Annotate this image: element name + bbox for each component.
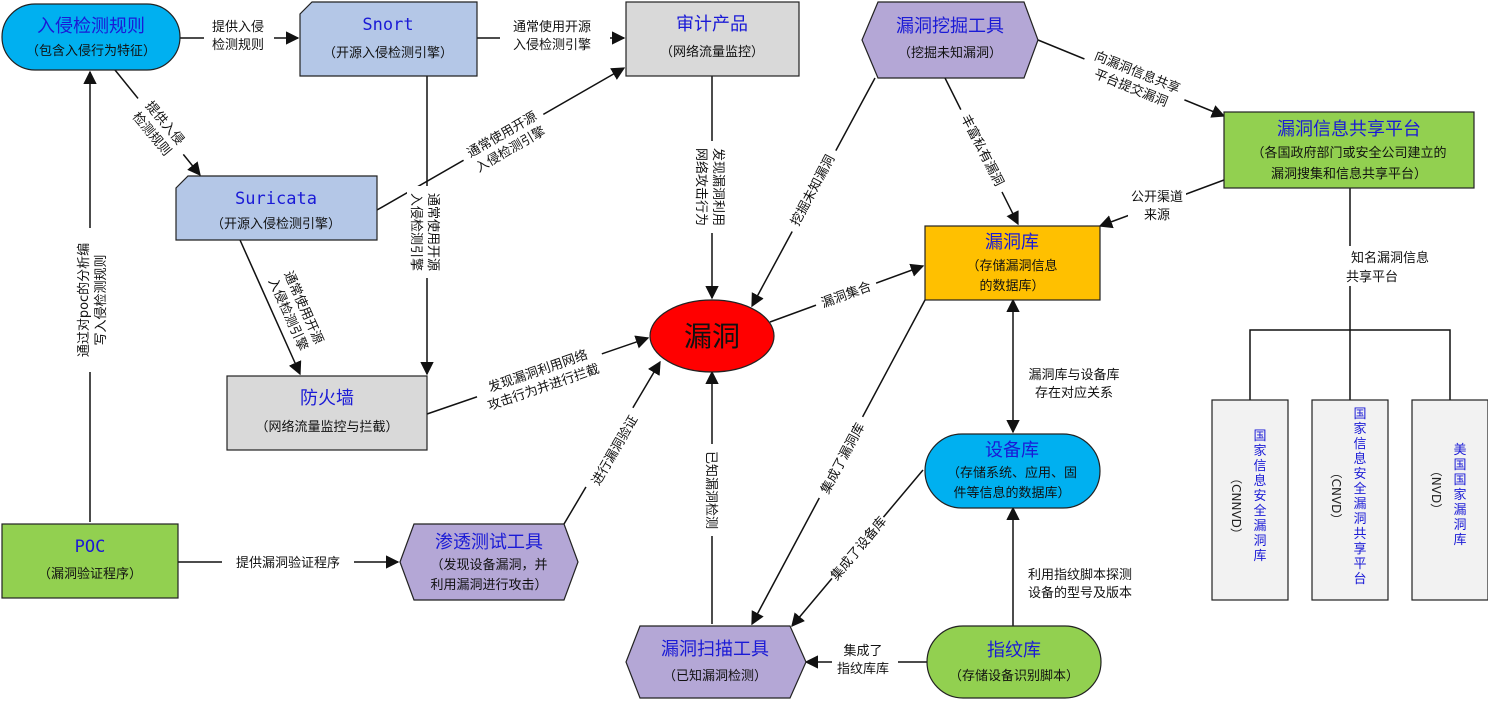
node-audit-product[interactable]: 审计产品 （网络流量监控） <box>625 1 800 77</box>
label-share-to-vulndb-2: 来源 <box>1144 208 1170 223</box>
label-fingerprint-to-scan-1: 集成了 <box>843 643 882 659</box>
edge-suricata-to-firewall <box>239 239 302 376</box>
share-platform-title: 漏洞信息共享平台 <box>1277 119 1421 140</box>
node-vuln-db[interactable]: 漏洞库 （存储漏洞信息 的数据库） <box>924 225 1101 301</box>
cnvd-subtitle: （CNVD） <box>1329 467 1343 526</box>
label-devicedb-to-scan: 集成了设备库 <box>828 514 890 584</box>
pentest-title: 渗透测试工具 <box>435 532 543 553</box>
vuln-db-title: 漏洞库 <box>985 232 1039 253</box>
poc-title: POC <box>75 537 106 557</box>
node-vulnerability[interactable]: 漏洞 <box>649 299 775 373</box>
cnnvd-title: 国家信息安全漏洞库 <box>1253 429 1266 564</box>
node-share-platform[interactable]: 漏洞信息共享平台 （各国政府部门或安全公司建立的 漏洞搜集和信息共享平台） <box>1223 111 1475 189</box>
cnvd-title: 国家信息安全漏洞共享平台 <box>1353 407 1366 587</box>
share-platform-subtitle-1: （各国政府部门或安全公司建立的 <box>1251 145 1446 161</box>
device-db-subtitle-1: （存储系统、应用、固 <box>947 465 1077 481</box>
label-share-children-1: 知名漏洞信息 <box>1351 250 1429 266</box>
scan-tool-subtitle: （已知漏洞检测） <box>663 668 767 684</box>
label-share-children-2: 共享平台 <box>1346 269 1398 285</box>
node-firewall[interactable]: 防火墙 （网络流量监控与拦截） <box>226 375 428 451</box>
nvd-title: 美国国家漏洞库 <box>1453 443 1466 548</box>
label-fingerprint-to-devicedb-2: 设备的型号及版本 <box>1028 585 1132 601</box>
suricata-subtitle: （开源入侵检测引擎） <box>211 216 341 232</box>
node-suricata[interactable]: Suricata （开源入侵检测引擎） <box>175 175 378 241</box>
label-audit-to-vuln-1: 发现漏洞利用 <box>710 148 726 226</box>
node-pentest-tool[interactable]: 渗透测试工具 （发现设备漏洞，并 利用漏洞进行攻击） <box>399 523 579 601</box>
node-fingerprint-db[interactable]: 指纹库 （存储设备识别脚本） <box>926 625 1102 699</box>
label-mining-to-vuln: 挖掘未知漏洞 <box>788 152 839 228</box>
label-fingerprint-to-scan-2: 指纹库库 <box>837 661 889 677</box>
node-cnvd[interactable]: 国家信息安全漏洞共享平台 <box>1311 399 1389 601</box>
device-db-title: 设备库 <box>985 440 1039 461</box>
node-snort[interactable]: Snort （开源入侵检测引擎） <box>299 1 478 77</box>
label-ids-to-snort-1: 提供入侵 <box>212 19 264 35</box>
audit-subtitle: （网络流量监控） <box>660 44 764 60</box>
label-snort-to-firewall-2: 入侵检测引擎 <box>408 193 424 271</box>
vulnerability-title: 漏洞 <box>684 320 740 353</box>
label-poc-to-ids-1: 通过对poc的分析编 <box>76 243 92 357</box>
label-snort-to-audit-2: 入侵检测引擎 <box>513 37 591 53</box>
mining-tool-title: 漏洞挖掘工具 <box>896 16 1004 37</box>
fingerprint-db-title: 指纹库 <box>987 640 1041 661</box>
firewall-title: 防火墙 <box>300 388 354 409</box>
node-cnnvd[interactable]: 国家信息安全漏洞库 <box>1211 399 1289 601</box>
label-pentest-to-vuln: 进行漏洞验证 <box>588 413 641 489</box>
pentest-subtitle-2: 利用漏洞进行攻击） <box>430 577 547 593</box>
label-vulndb-devicedb-2: 存在对应关系 <box>1035 385 1113 401</box>
share-platform-subtitle-2: 漏洞搜集和信息共享平台） <box>1271 166 1427 182</box>
label-poc-to-pentest: 提供漏洞验证程序 <box>236 555 340 571</box>
snort-title: Snort <box>362 15 413 35</box>
node-poc[interactable]: POC （漏洞验证程序） <box>1 523 179 599</box>
label-poc-to-ids-2: 写入侵检测规则 <box>93 254 109 345</box>
ids-rules-subtitle: （包含入侵行为特征） <box>26 43 156 59</box>
scan-tool-title: 漏洞扫描工具 <box>661 639 769 660</box>
poc-subtitle: （漏洞验证程序） <box>38 566 142 582</box>
label-snort-to-audit-1: 通常使用开源 <box>513 19 591 35</box>
label-ids-to-snort-2: 检测规则 <box>212 38 264 53</box>
label-scan-to-vuln: 已知漏洞检测 <box>703 451 719 529</box>
snort-subtitle: （开源入侵检测引擎） <box>323 45 453 61</box>
label-audit-to-vuln-2: 网络攻击行为 <box>693 148 709 226</box>
label-snort-to-firewall-1: 通常使用开源 <box>425 193 441 271</box>
cnnvd-subtitle: （CNNVD） <box>1229 472 1243 540</box>
device-db-subtitle-2: 件等信息的数据库） <box>953 485 1070 501</box>
label-mining-to-vulndb: 丰富私有漏洞 <box>957 112 1007 189</box>
label-vulndb-to-scan: 集成了漏洞库 <box>818 420 869 496</box>
ids-rules-title: 入侵检测规则 <box>37 16 145 37</box>
audit-title: 审计产品 <box>676 14 748 35</box>
vuln-db-subtitle-2: 的数据库） <box>979 278 1044 294</box>
fingerprint-db-subtitle: （存储设备识别脚本） <box>949 668 1079 684</box>
mining-tool-subtitle: （挖掘未知漏洞） <box>898 45 1002 61</box>
pentest-subtitle-1: （发现设备漏洞，并 <box>430 557 547 573</box>
firewall-subtitle: （网络流量监控与拦截） <box>255 419 398 435</box>
vuln-db-subtitle-1: （存储漏洞信息 <box>966 258 1057 274</box>
nvd-subtitle: （NVD） <box>1429 465 1443 515</box>
node-ids-rules[interactable]: 入侵检测规则 （包含入侵行为特征） <box>1 3 181 71</box>
suricata-title: Suricata <box>235 189 317 209</box>
node-nvd[interactable]: 美国国家漏洞库 <box>1411 399 1488 601</box>
node-mining-tool[interactable]: 漏洞挖掘工具 （挖掘未知漏洞） <box>861 1 1039 79</box>
node-device-db[interactable]: 设备库 （存储系统、应用、固 件等信息的数据库） <box>924 433 1101 509</box>
label-share-to-vulndb-1: 公开渠道 <box>1131 190 1183 205</box>
label-vulndb-devicedb-1: 漏洞库与设备库 <box>1028 367 1119 383</box>
label-fingerprint-to-devicedb-1: 利用指纹脚本探测 <box>1028 567 1132 583</box>
node-scan-tool[interactable]: 漏洞扫描工具 （已知漏洞检测） <box>625 625 807 699</box>
